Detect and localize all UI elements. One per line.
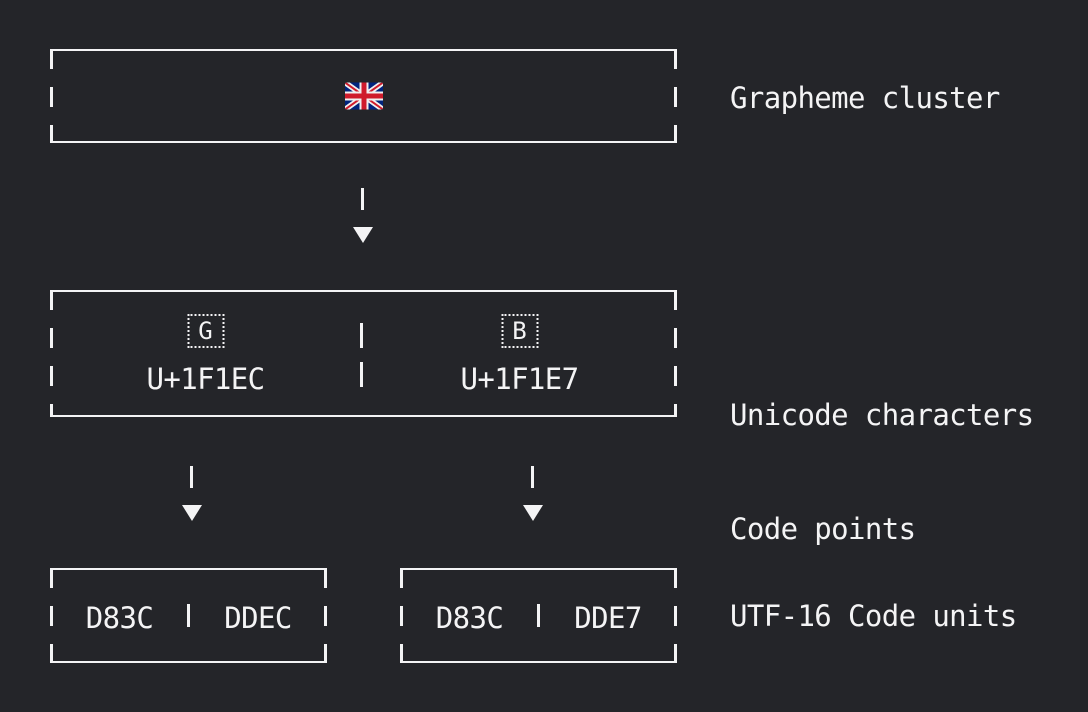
arrow-line <box>190 466 193 488</box>
code-point-value: U+1F1EC <box>146 362 265 396</box>
code-unit-value: DDEC <box>224 601 292 635</box>
grapheme-cluster-box <box>50 49 677 143</box>
arrow-down-icon <box>353 227 373 243</box>
cell-divider <box>537 604 540 627</box>
code-unit-value: D83C <box>435 601 504 635</box>
utf16-box: D83C DDEC <box>50 568 327 663</box>
arrow-line <box>361 188 364 210</box>
regional-indicator-box: G <box>187 314 224 348</box>
arrow-down-icon <box>182 505 202 521</box>
code-points-label: Unicode characters Code points <box>730 320 1034 624</box>
cell-divider <box>360 323 363 348</box>
grapheme-cluster-label: Grapheme cluster <box>730 81 1000 115</box>
arrow-down-icon <box>523 505 543 521</box>
uk-flag-emoji <box>344 82 383 110</box>
utf16-label: UTF-16 Code units <box>730 599 1017 633</box>
regional-indicator-letter: B <box>512 317 527 345</box>
code-point-cell: G U+1F1EC <box>50 292 361 415</box>
code-unit-value: DDE7 <box>574 601 642 635</box>
regional-indicator-letter: G <box>198 317 213 345</box>
code-point-cell: B U+1F1E7 <box>362 292 677 415</box>
cell-divider <box>360 362 363 387</box>
cell-divider <box>187 604 190 627</box>
code-unit-value: D83C <box>85 601 154 635</box>
regional-indicator-box: B <box>501 314 538 348</box>
code-points-label-line1: Unicode characters <box>730 398 1034 432</box>
code-points-label-line2: Code points <box>730 512 916 546</box>
code-points-box: G U+1F1EC B U+1F1E7 <box>50 290 677 417</box>
arrow-line <box>531 466 534 488</box>
utf16-box: D83C DDE7 <box>400 568 677 663</box>
code-point-value: U+1F1E7 <box>460 362 579 396</box>
